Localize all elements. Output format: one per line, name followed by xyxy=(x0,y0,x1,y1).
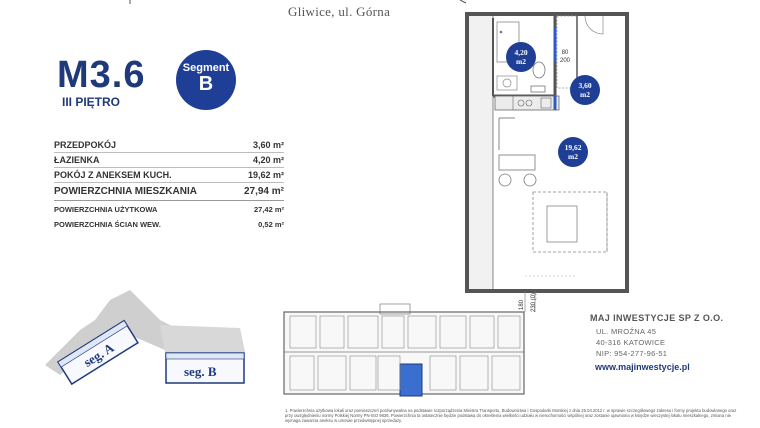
company-name: MAJ INWESTYCJE SP Z O.O. xyxy=(590,313,724,323)
site-plan: seg. A seg. B xyxy=(45,290,245,386)
area-value: 0,52 m² xyxy=(258,220,284,229)
segment-letter: B xyxy=(198,73,214,95)
room-badge-area: 3,60 xyxy=(578,81,592,90)
area-value: 3,60 m² xyxy=(233,138,284,153)
footnote: 1. Powierzchnia użytkowa lokali oraz pom… xyxy=(285,408,737,423)
seg-b-label: seg. B xyxy=(184,364,217,379)
company-nip: NIP: 954-277-96-51 xyxy=(596,349,668,358)
dim-label-230: 230 (0) xyxy=(531,293,537,312)
area-name: ŁAZIENKA xyxy=(54,152,234,168)
room-badge-hall: 3,60 m2 xyxy=(570,75,600,105)
company-address-street: UL. MROŹNA 45 xyxy=(596,327,657,336)
area-total-row: POWIERZCHNIA MIESZKANIA 27,94 m² xyxy=(54,182,284,201)
floor-label: III PIĘTRO xyxy=(62,95,121,109)
floor-plan: 80 200 180 230 (0) xyxy=(465,12,629,312)
header-location: Gliwice, ul. Górna xyxy=(288,4,391,19)
area-row: POWIERZCHNIA ŚCIAN WEW. 0,52 m² xyxy=(54,216,284,231)
dim-label-80: 80 xyxy=(562,50,569,56)
segment-label: Segment xyxy=(182,62,230,74)
unit-code: M3.6 xyxy=(57,54,146,96)
area-value: 19,62 m² xyxy=(233,167,284,183)
room-badge-bathroom: 4,20 m2 xyxy=(506,42,536,72)
area-row: POKÓJ Z ANEKSEM KUCH. 19,62 m² xyxy=(54,167,284,183)
room-badge-living: 19,62 m2 xyxy=(558,137,588,167)
segment-badge: Segment B xyxy=(176,50,236,110)
company-website-link[interactable]: www.majinwestycje.pl xyxy=(595,362,690,372)
area-name: POWIERZCHNIA ŚCIAN WEW. xyxy=(54,220,161,229)
area-row: POWIERZCHNIA UŻYTKOWA 27,42 m² xyxy=(54,201,284,217)
dim-label-200: 200 xyxy=(560,58,571,64)
room-badge-unit: m2 xyxy=(568,152,578,161)
area-row: PRZEDPOKÓJ 3,60 m² xyxy=(54,138,284,153)
area-name: POKÓJ Z ANEKSEM KUCH. xyxy=(54,167,234,183)
dim-label-180: 180 xyxy=(519,299,525,310)
area-value: 27,94 m² xyxy=(233,182,284,201)
company-address-city: 40-316 KATOWICE xyxy=(596,338,666,347)
room-badge-unit: m2 xyxy=(580,90,590,99)
area-name: POWIERZCHNIA MIESZKANIA xyxy=(54,182,234,201)
area-value: 4,20 m² xyxy=(233,152,284,168)
area-row: ŁAZIENKA 4,20 m² xyxy=(54,152,284,168)
header-rule xyxy=(129,0,467,4)
area-name: PRZEDPOKÓJ xyxy=(54,138,234,153)
area-name: POWIERZCHNIA UŻYTKOWA xyxy=(54,205,158,214)
room-badge-unit: m2 xyxy=(516,57,526,66)
area-value: 27,42 m² xyxy=(253,205,284,214)
room-badge-area: 19,62 xyxy=(564,143,582,152)
room-badge-area: 4,20 xyxy=(514,48,528,57)
area-table: PRZEDPOKÓJ 3,60 m² ŁAZIENKA 4,20 m² POKÓ… xyxy=(54,138,284,231)
storey-plan xyxy=(283,303,525,397)
